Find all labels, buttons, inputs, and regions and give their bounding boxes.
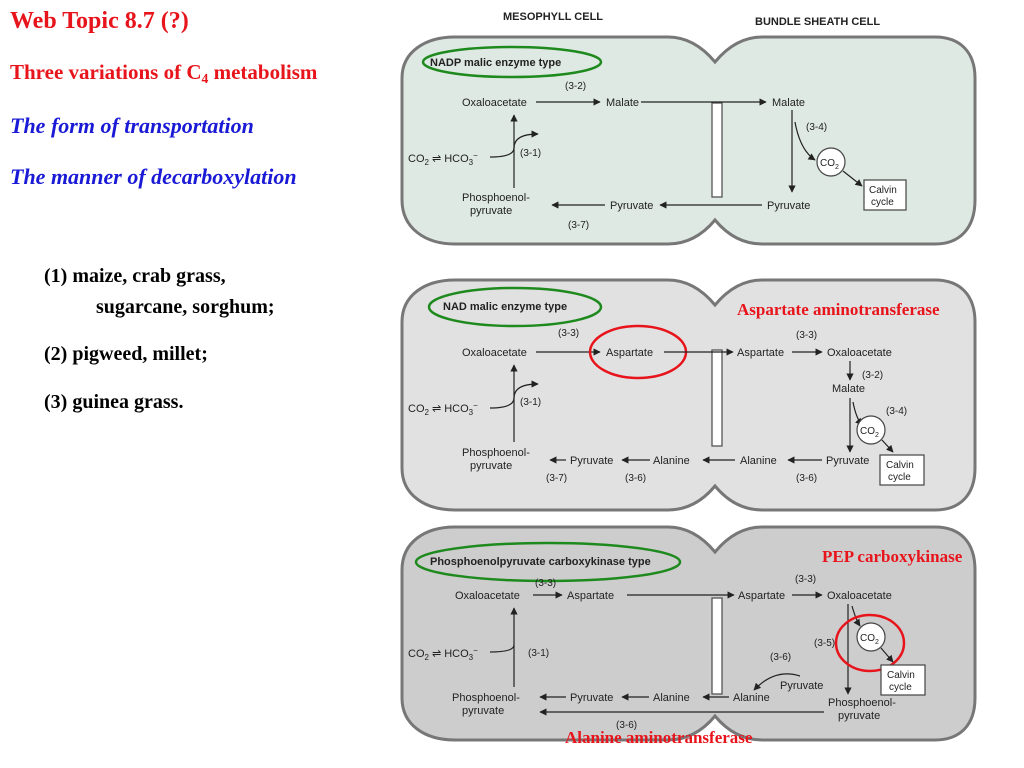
p3-step-3-5: (3-5) bbox=[814, 638, 835, 649]
p3-alanine-m: Alanine bbox=[653, 692, 690, 704]
p2-co2-circle bbox=[856, 415, 886, 445]
plant-list-1b: sugarcane, sorghum; bbox=[96, 296, 275, 318]
p3-calvin-box bbox=[880, 664, 926, 696]
p2-calvin-1: Calvin bbox=[886, 460, 914, 471]
panel-2-type-highlight bbox=[427, 286, 603, 328]
p2-step-3-3a: (3-3) bbox=[558, 328, 579, 339]
slide-title: Web Topic 8.7 (?) bbox=[10, 8, 189, 34]
plant-list-1a: (1) maize, crab grass, bbox=[44, 265, 226, 287]
p2-step-3-6a: (3-6) bbox=[625, 473, 646, 484]
alanine-aminotransferase-label: Alanine aminotransferase bbox=[565, 728, 753, 747]
p2-calvin-box bbox=[879, 454, 925, 486]
panel-2-type-label: NAD malic enzyme type bbox=[443, 301, 567, 313]
p3-pyruvate-m: Pyruvate bbox=[570, 692, 613, 704]
transport-heading: The form of transportation bbox=[10, 113, 254, 138]
p1-pep-1: Phosphoenol- bbox=[462, 192, 530, 204]
p3-step-3-6b: (3-6) bbox=[770, 652, 791, 663]
p3-step-3-3a: (3-3) bbox=[535, 578, 556, 589]
p1-pyruvate-mesophyll: Pyruvate bbox=[610, 200, 653, 212]
p3-alanine-b: Alanine bbox=[733, 692, 770, 704]
panel-nad-me: NAD malic enzyme type Oxaloacetate (3-3)… bbox=[400, 278, 977, 512]
plant-list-3: (3) guinea grass. bbox=[44, 391, 184, 413]
panel-3-type-label: Phosphoenolpyruvate carboxykinase type bbox=[430, 556, 651, 568]
p3-calvin-1: Calvin bbox=[887, 670, 915, 681]
p1-pyruvate-bundle: Pyruvate bbox=[767, 200, 810, 212]
subtitle-text: Three variations of C bbox=[10, 60, 202, 84]
p2-aspartate-m: Aspartate bbox=[606, 347, 653, 359]
panel-3-type-highlight bbox=[414, 541, 682, 583]
p1-oxaloacetate: Oxaloacetate bbox=[462, 97, 527, 109]
p2-step-3-1: (3-1) bbox=[520, 397, 541, 408]
plant-list-2: (2) pigweed, millet; bbox=[44, 343, 208, 365]
panel-1-membrane bbox=[711, 102, 723, 198]
p2-oxaloacetate-b: Oxaloacetate bbox=[827, 347, 892, 359]
p2-oxaloacetate-m: Oxaloacetate bbox=[462, 347, 527, 359]
p1-co2-circle bbox=[816, 147, 846, 177]
p2-step-3-2: (3-2) bbox=[862, 370, 883, 381]
panel-3-membrane bbox=[711, 597, 723, 695]
p2-pyruvate-b: Pyruvate bbox=[826, 455, 869, 467]
p3-aspartate-m: Aspartate bbox=[567, 590, 614, 602]
panel-1-type-label: NADP malic enzyme type bbox=[430, 57, 561, 69]
panel-pepck: Phosphoenolpyruvate carboxykinase type O… bbox=[400, 525, 977, 742]
p3-oxaloacetate-m: Oxaloacetate bbox=[455, 590, 520, 602]
p1-co2-hco3: CO2⇌ HCO3− bbox=[408, 151, 478, 167]
decarboxylation-heading: The manner of decarboxylation bbox=[10, 164, 297, 189]
p3-aspartate-b: Aspartate bbox=[738, 590, 785, 602]
p1-malate-mesophyll: Malate bbox=[606, 97, 639, 109]
p1-step-3-7: (3-7) bbox=[568, 220, 589, 231]
p3-oxaloacetate-b: Oxaloacetate bbox=[827, 590, 892, 602]
p2-pyruvate-m: Pyruvate bbox=[570, 455, 613, 467]
p2-alanine-b: Alanine bbox=[740, 455, 777, 467]
p1-step-3-1: (3-1) bbox=[520, 148, 541, 159]
p2-step-3-4: (3-4) bbox=[886, 406, 907, 417]
p1-calvin-2: cycle bbox=[871, 197, 894, 208]
p2-pep-1: Phosphoenol- bbox=[462, 447, 530, 459]
p2-calvin-2: cycle bbox=[888, 472, 911, 483]
p3-pep-m-2: pyruvate bbox=[462, 705, 504, 717]
p2-alanine-m: Alanine bbox=[653, 455, 690, 467]
p3-calvin-2: cycle bbox=[889, 682, 912, 693]
p1-co2-circle-label: CO2 bbox=[820, 158, 839, 171]
p1-malate-bundle: Malate bbox=[772, 97, 805, 109]
p2-co2-circle-label: CO2 bbox=[860, 426, 879, 439]
p1-pep-2: pyruvate bbox=[470, 205, 512, 217]
p2-aspartate-b: Aspartate bbox=[737, 347, 784, 359]
aspartate-aminotransferase-label: Aspartate aminotransferase bbox=[737, 300, 940, 319]
p3-step-3-3b: (3-3) bbox=[795, 574, 816, 585]
p1-step-3-4: (3-4) bbox=[806, 122, 827, 133]
p2-step-3-7: (3-7) bbox=[546, 473, 567, 484]
p3-co2-hco3: CO2⇌ HCO3− bbox=[408, 646, 478, 662]
p3-step-3-6a: (3-6) bbox=[616, 720, 637, 731]
subtitle-subscript: 4 bbox=[201, 71, 209, 86]
pep-carboxykinase-label: PEP carboxykinase bbox=[822, 547, 963, 566]
p1-calvin-box bbox=[863, 179, 907, 211]
p3-step-3-1: (3-1) bbox=[528, 648, 549, 659]
p3-pep-m-1: Phosphoenol- bbox=[452, 692, 520, 704]
panel-1-type-highlight bbox=[421, 45, 603, 79]
mesophyll-header: MESOPHYLL CELL bbox=[503, 11, 603, 23]
p1-calvin-1: Calvin bbox=[869, 185, 897, 196]
p3-pep-b-2: pyruvate bbox=[838, 710, 880, 722]
p2-pep-2: pyruvate bbox=[470, 460, 512, 472]
bundle-sheath-header: BUNDLE SHEATH CELL bbox=[755, 16, 880, 28]
p2-malate: Malate bbox=[832, 383, 865, 395]
p2-step-3-6b: (3-6) bbox=[796, 473, 817, 484]
panel-2-cell-outline bbox=[400, 278, 977, 512]
p1-step-3-2: (3-2) bbox=[565, 81, 586, 92]
panel-nadp-me: NADP malic enzyme type Oxaloacetate (3-2… bbox=[400, 35, 977, 246]
p2-step-3-3b: (3-3) bbox=[796, 330, 817, 341]
p3-co2-circle bbox=[856, 622, 886, 652]
slide-subtitle: Three variations of C4 metabolism bbox=[10, 60, 317, 87]
p3-pyruvate-in: Pyruvate bbox=[780, 680, 823, 692]
p3-co2-highlight bbox=[834, 613, 906, 673]
p2-co2-hco3: CO2⇌ HCO3− bbox=[408, 401, 478, 417]
p3-pep-b-1: Phosphoenol- bbox=[828, 697, 896, 709]
subtitle-text-end: metabolism bbox=[208, 60, 318, 84]
p3-co2-circle-label: CO2 bbox=[860, 633, 879, 646]
panel-1-cell-outline bbox=[400, 35, 977, 246]
panel-2-membrane bbox=[711, 349, 723, 447]
